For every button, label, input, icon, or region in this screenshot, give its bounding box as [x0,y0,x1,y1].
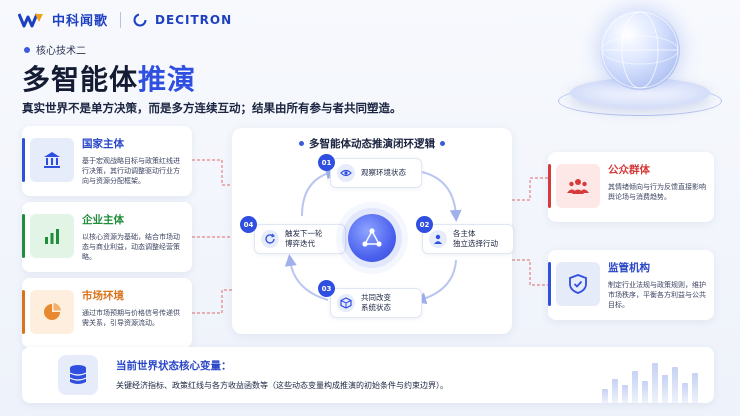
bar-chart-icon [30,214,74,258]
card-title: 监管机构 [608,262,650,274]
bank-icon [30,138,74,182]
bottom-title: 当前世界状态核心变量： [116,360,232,372]
user-icon [429,230,447,248]
page-subtitle: 真实世界不是单方决策，而是多方连续互动；结果由所有参与者共同塑造。 [22,101,402,115]
card-title: 公众群体 [608,164,650,176]
decorative-bars [602,357,698,403]
accent-bar [22,138,25,182]
step-label: 共同改变 系统状态 [361,293,391,312]
page-title: 多智能体推演 [22,58,196,98]
step-number: 04 [240,216,257,233]
loop-title: 多智能体动态推演闭环逻辑 [232,136,512,151]
section-tag-label: 核心技术二 [36,46,86,57]
logo-icon [18,12,44,28]
brand-header: 中科闻歌 DECITRON [18,10,232,29]
accent-bar [548,164,551,208]
people-icon [556,164,600,208]
card-market[interactable]: 市场环境 通过市场预期与价格信号传递供需关系，引导资源流动。 [22,278,192,348]
card-national[interactable]: 国家主体 基于宏观战略目标与政策红线进行决策，其行动调整驱动行业方向与资源分配框… [22,126,192,196]
step-label: 触发下一轮 博弈迭代 [285,229,323,248]
cube-icon [337,294,355,312]
title-highlight: 推演 [138,63,197,96]
loop-step-act[interactable]: 各主体 独立选择行动 [422,224,514,254]
step-label: 观察环境状态 [361,168,406,177]
card-text: 以核心资源为基础，结合市场动态与商业利益，动态调整经营策略。 [82,233,180,261]
loop-title-text: 多智能体动态推演闭环逻辑 [309,138,435,150]
eye-icon [337,164,355,182]
title-dot [299,141,304,146]
decitron-icon [133,12,148,27]
title-dot [440,141,445,146]
accent-bar [22,290,25,334]
core-variables-bar: 当前世界状态核心变量： 关键经济指标、政策红线与各方收益函数等（这些动态变量构成… [22,347,714,403]
card-regulator[interactable]: 监管机构 制定行业法规与政策规则，维护市场秩序，平衡各方利益与公共目标。 [548,250,714,320]
card-title: 企业主体 [82,214,124,226]
step-number: 01 [318,154,335,171]
card-text: 基于宏观战略目标与政策红线进行决策，其行动调整驱动行业方向与资源分配框架。 [82,157,180,185]
accent-bar [548,262,551,306]
card-public[interactable]: 公众群体 其情绪倾向与行为反馈直接影响舆论场与消费趋势。 [548,152,714,222]
loop-step-observe[interactable]: 观察环境状态 [330,158,422,188]
pie-chart-icon [30,290,74,334]
step-number: 02 [416,216,433,233]
shield-icon [556,262,600,306]
loop-step-change[interactable]: 共同改变 系统状态 [330,288,422,318]
brand-name-en: DECITRON [155,12,233,27]
brand-name-cn: 中科闻歌 [52,14,109,29]
card-text: 制定行业法规与政策规则，维护市场秩序，平衡各方利益与公共目标。 [608,281,706,309]
loop-step-iterate[interactable]: 触发下一轮 博弈迭代 [254,224,346,254]
loop-panel: 多智能体动态推演闭环逻辑 观察环境状态 01 各主体 [232,128,514,334]
brand-divider [120,11,122,28]
accent-bar [22,214,25,258]
globe-icon [600,10,680,90]
title-main: 多智能体 [22,63,139,96]
card-title: 国家主体 [82,138,124,150]
card-text: 通过市场预期与价格信号传递供需关系，引导资源流动。 [82,309,180,327]
refresh-icon [261,230,279,248]
step-label: 各主体 独立选择行动 [453,229,498,248]
card-enterprise[interactable]: 企业主体 以核心资源为基础，结合市场动态与商业利益，动态调整经营策略。 [22,202,192,272]
card-title: 市场环境 [82,290,124,302]
section-tag: 核心技术二 [24,42,86,57]
globe-illustration [552,6,722,116]
bottom-text: 关键经济指标、政策红线与各方收益函数等（这些动态变量构成推演的初始条件与约束边界… [116,381,448,390]
card-text: 其情绪倾向与行为反馈直接影响舆论场与消费趋势。 [608,183,706,201]
network-icon [348,214,396,262]
loop-arrows [284,167,462,305]
database-icon [58,355,98,395]
step-number: 03 [318,280,335,297]
tag-dot [24,46,30,53]
